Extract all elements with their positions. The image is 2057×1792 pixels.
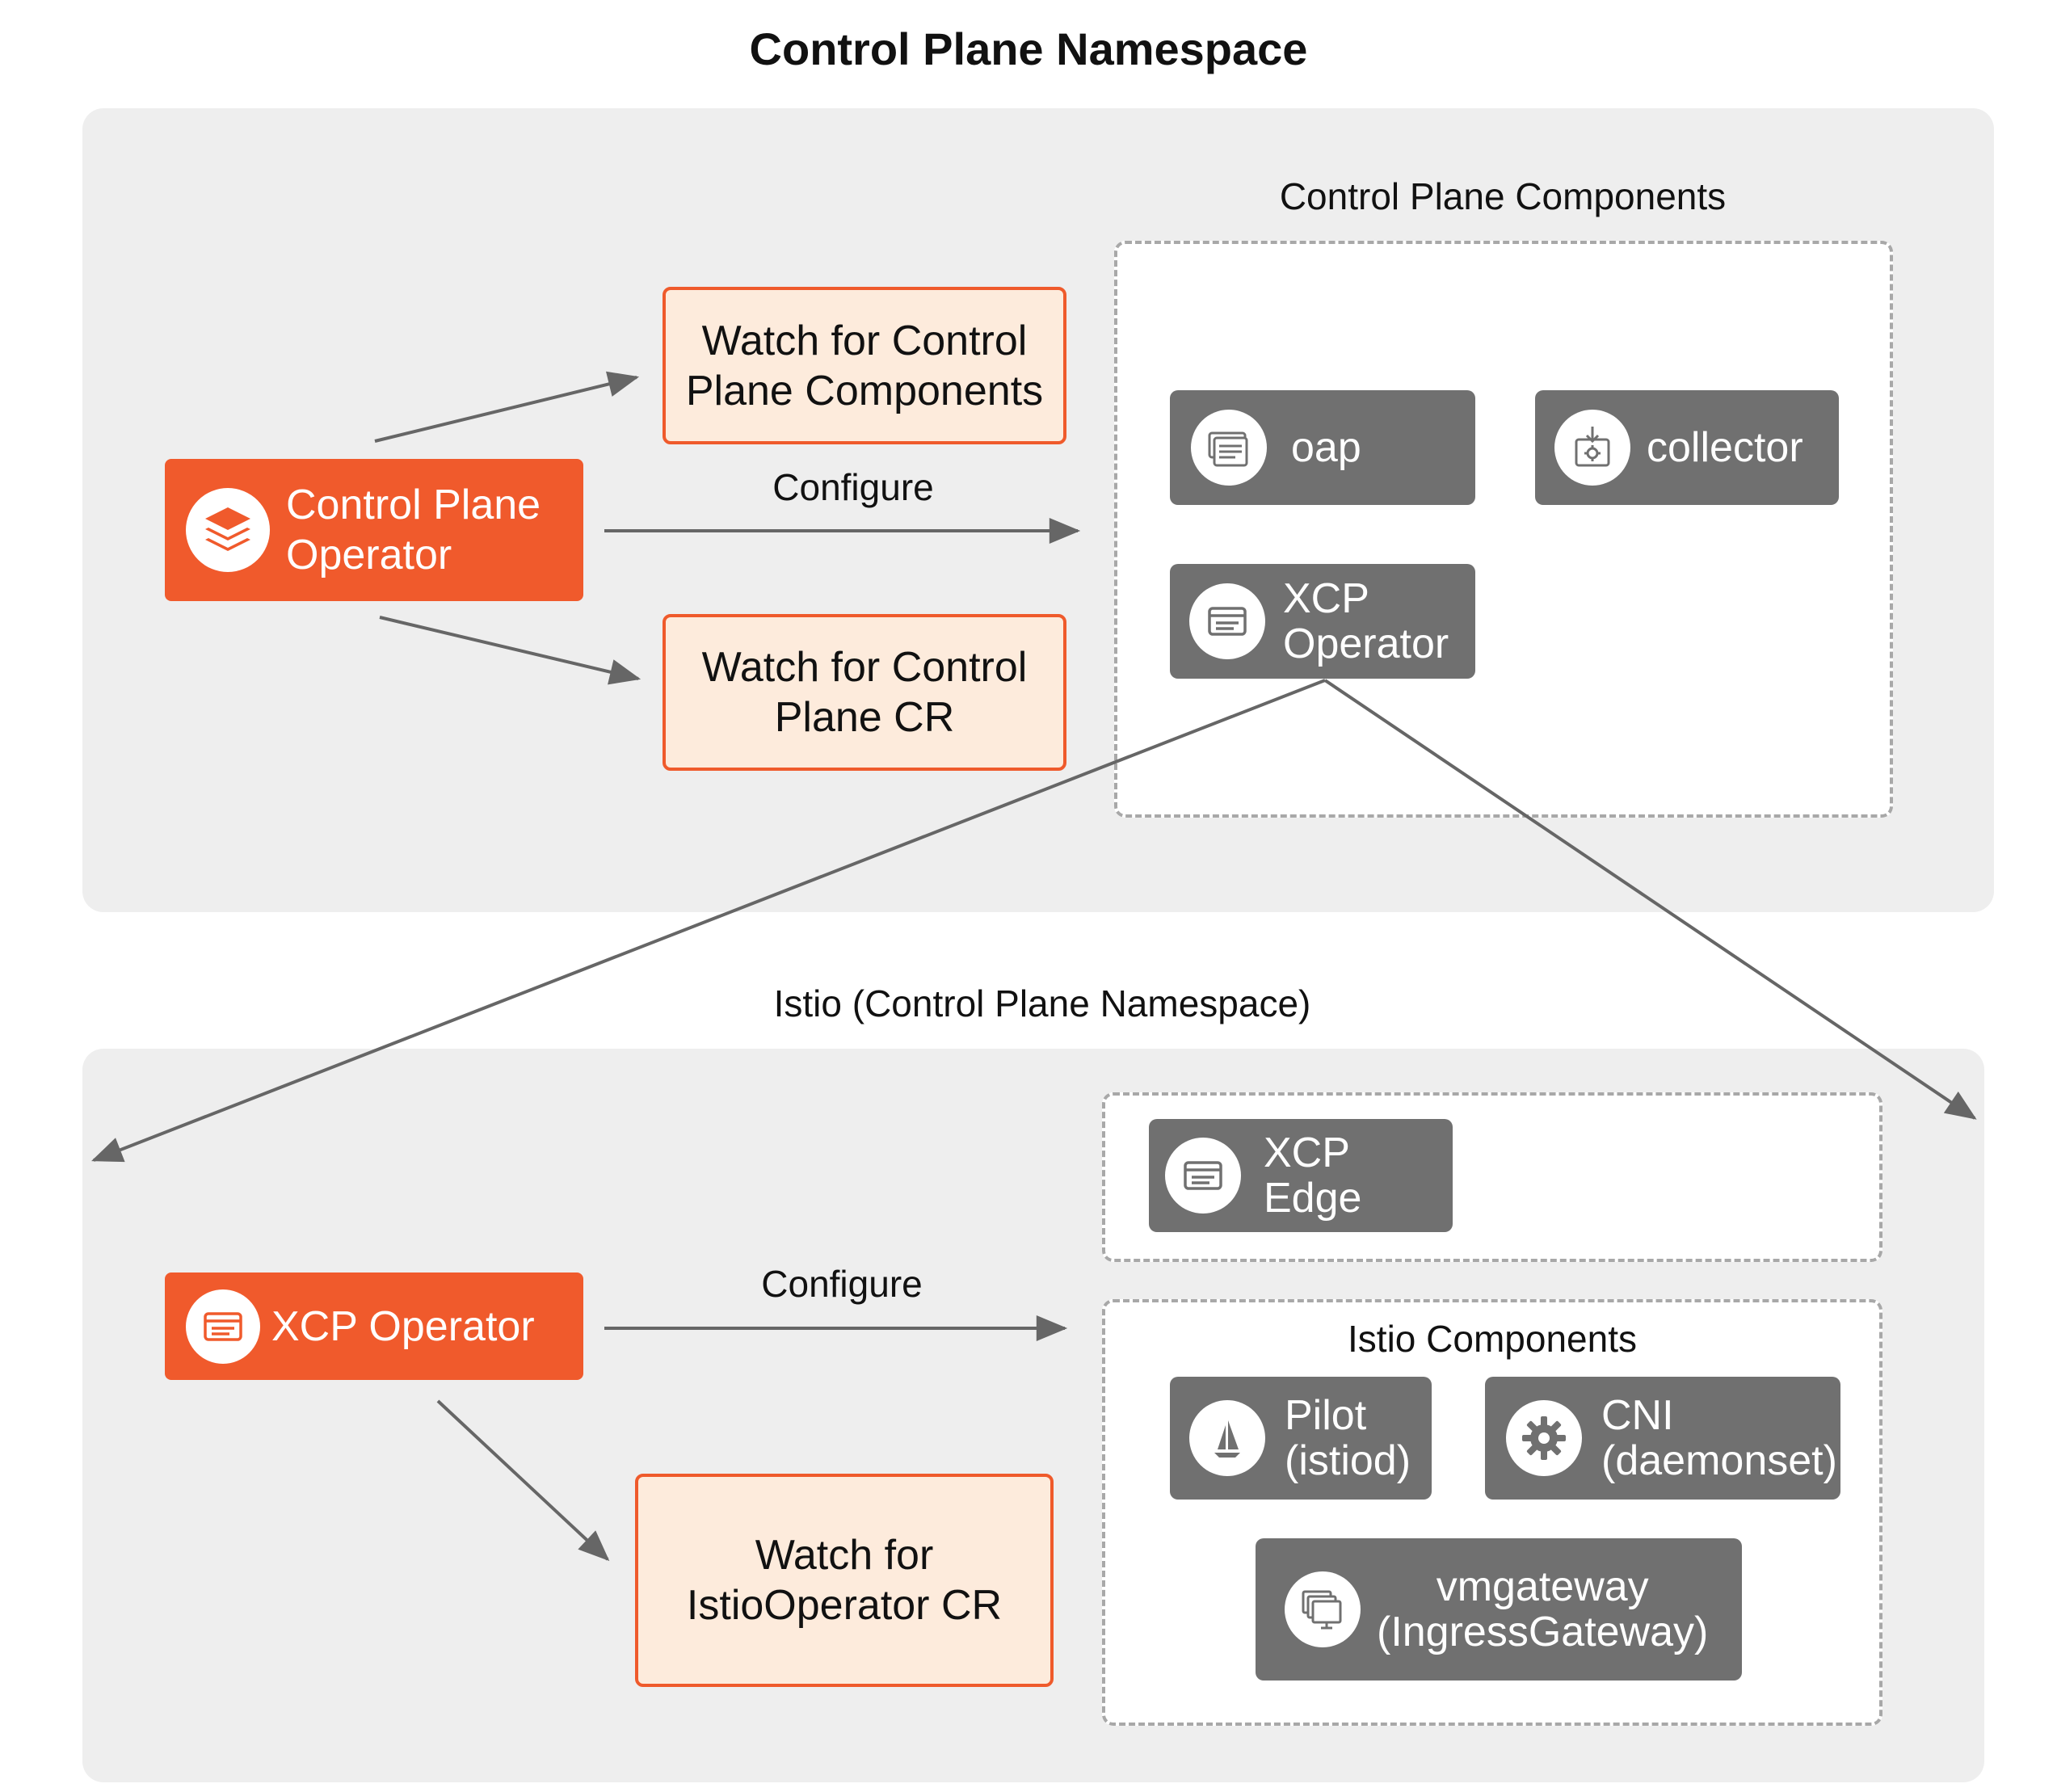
cni-line1: CNI <box>1601 1392 1674 1439</box>
watch-cr-line2: Plane CR <box>774 694 955 741</box>
xcp-edge-line2: Edge <box>1264 1175 1362 1222</box>
control-plane-components-caption: Control Plane Components <box>1279 175 1727 217</box>
vmgateway-component[interactable]: vmgateway (IngressGateway) <box>1256 1538 1742 1681</box>
istio-namespace-caption: Istio (Control Plane Namespace) <box>773 982 1311 1024</box>
arrow-xcp-to-istio-operator <box>91 679 1326 1163</box>
diagram-title: Control Plane Namespace <box>749 23 1308 74</box>
watch-istio-line2: IstioOperator CR <box>686 1582 1003 1629</box>
control-plane-components-box <box>1114 241 1893 818</box>
control-plane-operator-line2: Operator <box>286 532 452 578</box>
configure-label-top: Configure <box>772 466 934 508</box>
watch-cr-line1: Watch for Control <box>701 644 1028 691</box>
window-icon <box>1165 1138 1241 1214</box>
layers-icon <box>186 488 270 572</box>
pilot-line2: (istiod) <box>1285 1437 1411 1484</box>
gear-icon <box>1506 1400 1582 1476</box>
collector-label: collector <box>1647 424 1803 471</box>
xcp-operator-line1: XCP <box>1283 575 1369 622</box>
pilot-line1: Pilot <box>1285 1392 1367 1439</box>
control-plane-operator-line1: Control Plane <box>286 482 541 528</box>
pilot-component[interactable]: Pilot (istiod) <box>1170 1377 1432 1500</box>
configure-label-bottom: Configure <box>761 1263 923 1305</box>
collector-component[interactable]: collector <box>1535 390 1839 505</box>
xcp-edge-line1: XCP <box>1264 1129 1350 1176</box>
watch-components-line2: Plane Components <box>685 367 1044 414</box>
watch-control-plane-cr[interactable]: Watch for Control Plane CR <box>663 614 1066 771</box>
xcp-operator-bottom[interactable]: XCP Operator <box>165 1272 583 1380</box>
istio-components-caption: Istio Components <box>1348 1318 1637 1360</box>
watch-istio-operator-cr[interactable]: Watch for IstioOperator CR <box>635 1474 1054 1687</box>
oap-label: oap <box>1291 424 1361 471</box>
xcp-operator-component[interactable]: XCP Operator <box>1170 564 1475 679</box>
vmgateway-line2: (IngressGateway) <box>1377 1609 1709 1655</box>
arrow-xcp-to-istio-components <box>1323 679 1977 1120</box>
document-stack-icon <box>1191 410 1267 486</box>
monitors-icon <box>1285 1571 1361 1647</box>
cni-component[interactable]: CNI (daemonset) <box>1485 1377 1840 1500</box>
xcp-edge-component[interactable]: XCP Edge <box>1149 1119 1453 1232</box>
watch-components-line1: Watch for Control <box>701 317 1028 364</box>
window-icon <box>186 1289 260 1364</box>
collector-icon <box>1554 410 1630 486</box>
watch-control-plane-components[interactable]: Watch for Control Plane Components <box>663 287 1066 444</box>
window-icon <box>1189 583 1265 659</box>
xcp-operator-bottom-label: XCP Operator <box>271 1302 535 1350</box>
arrow-to-watch-components <box>374 371 640 443</box>
arrow-to-watch-cr <box>379 616 641 685</box>
oap-component[interactable]: oap <box>1170 390 1475 505</box>
cni-line2: (daemonset) <box>1601 1437 1837 1484</box>
watch-istio-line1: Watch for <box>755 1532 934 1579</box>
arrow-to-watch-istio <box>436 1399 610 1562</box>
xcp-operator-line2: Operator <box>1283 620 1449 667</box>
control-plane-operator[interactable]: Control Plane Operator <box>165 459 583 601</box>
sailboat-icon <box>1189 1400 1265 1476</box>
vmgateway-line1: vmgateway <box>1436 1563 1649 1610</box>
